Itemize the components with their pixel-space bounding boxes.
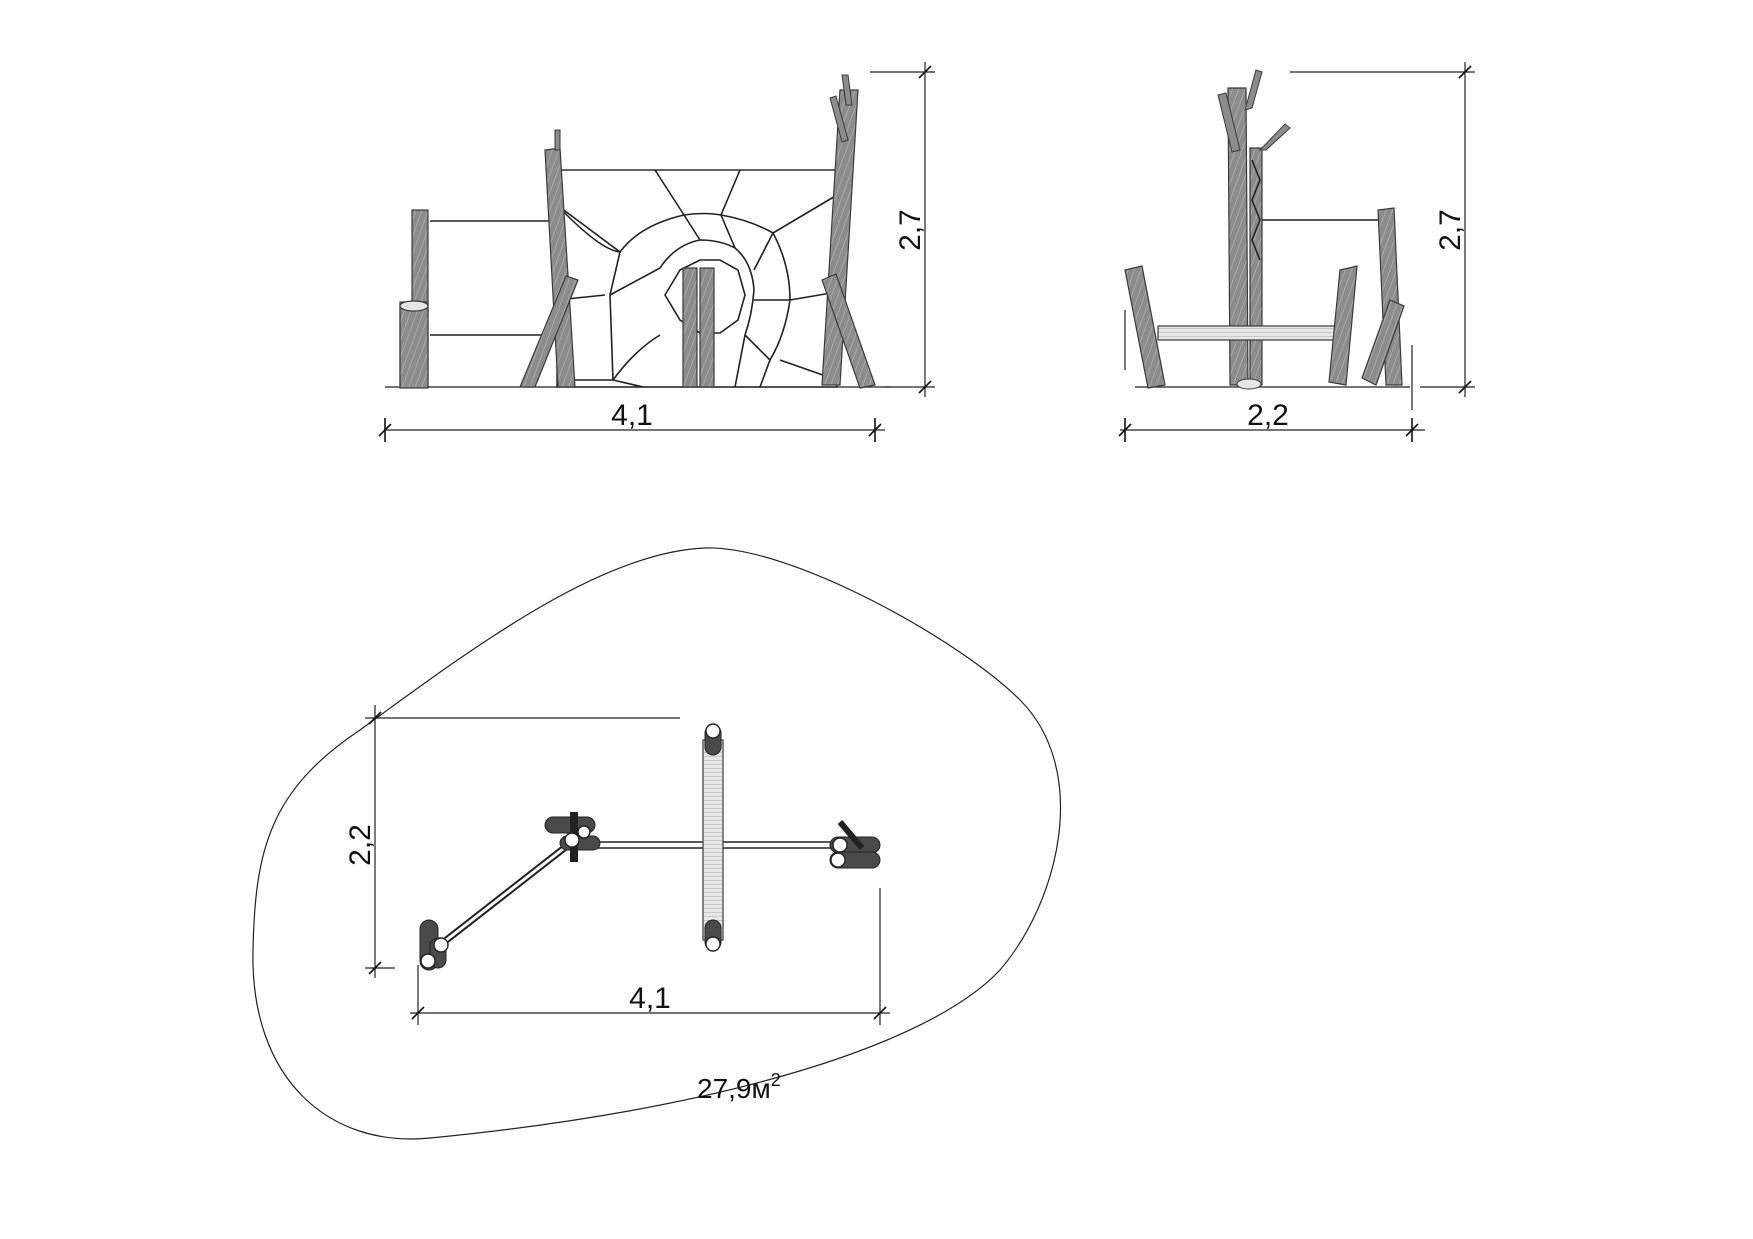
net-spokes-right <box>654 169 838 381</box>
side-second-trunk <box>1249 147 1263 386</box>
side-view: 2,2 2,7 <box>1118 62 1475 442</box>
side-width-label: 2,2 <box>1247 399 1289 432</box>
plan-width-tick-right <box>873 1006 887 1020</box>
side-height-tick-bottom <box>1458 380 1472 394</box>
side-branch-right <box>1258 123 1291 151</box>
front-left-post-tip <box>554 129 561 151</box>
side-width-tick-left <box>1118 423 1132 437</box>
side-right-log-1 <box>1328 265 1358 386</box>
front-width-tick-right <box>868 423 882 437</box>
plan-right-log-cap-1 <box>832 837 848 853</box>
plan-right-branch <box>837 820 865 850</box>
front-center-log-1 <box>682 267 698 388</box>
plan-diagonal-beam-inner <box>439 840 573 947</box>
front-height-label: 2,7 <box>894 209 927 251</box>
plan-left-log-cap-1 <box>564 832 580 848</box>
plan-center-post-bottom-cap <box>705 936 721 952</box>
plan-area-label: 27,9м2 <box>697 1070 781 1104</box>
side-plank-beam <box>1157 325 1343 341</box>
plan-view: 2,2 4,1 27 <box>252 547 1062 1140</box>
plan-area-exponent: 2 <box>771 1070 781 1090</box>
front-left-brace <box>519 275 579 388</box>
plan-center-post-top-cap <box>705 723 721 739</box>
front-right-branch-2 <box>829 95 849 143</box>
side-branch-top <box>1244 69 1263 111</box>
plan-bottom-log-cap-2 <box>433 937 449 953</box>
net-radials <box>609 214 790 381</box>
front-left-stump <box>399 301 429 389</box>
front-right-branch-1 <box>841 74 853 106</box>
plan-width-tick-left <box>411 1006 425 1020</box>
plan-depth-tick-bottom <box>368 961 382 975</box>
side-right-brace <box>1361 299 1405 386</box>
plan-center-plank <box>702 739 724 941</box>
plan-left-log-cap-2 <box>577 825 591 839</box>
front-width-label: 4,1 <box>611 399 653 432</box>
side-branch-left <box>1217 92 1241 153</box>
side-height-label: 2,7 <box>1434 209 1467 251</box>
plan-width-label: 4,1 <box>629 982 671 1015</box>
plan-bottom-log-cap-1 <box>420 953 436 969</box>
side-height-tick-top <box>1458 65 1472 79</box>
net-inner-ring <box>659 239 755 388</box>
plan-right-log-cap-2 <box>830 852 846 868</box>
side-left-log <box>1124 265 1166 389</box>
net-middle-ring <box>619 212 791 388</box>
plan-area-value: 27,9м <box>697 1073 771 1104</box>
side-trunk-base <box>1236 378 1262 390</box>
front-view: 4,1 2,7 <box>378 62 935 442</box>
front-left-stump-top <box>399 300 429 312</box>
plan-depth-tick-top <box>368 711 382 725</box>
front-right-brace <box>821 273 876 389</box>
side-net-zigzag <box>1251 159 1261 261</box>
front-width-tick-left <box>378 423 392 437</box>
safety-zone-outline <box>252 547 1062 1140</box>
side-width-tick-right <box>1405 423 1419 437</box>
plan-depth-label: 2,2 <box>344 824 377 866</box>
front-center-log-2 <box>699 267 715 388</box>
front-height-tick-top <box>918 65 932 79</box>
front-height-tick-bottom <box>918 380 932 394</box>
